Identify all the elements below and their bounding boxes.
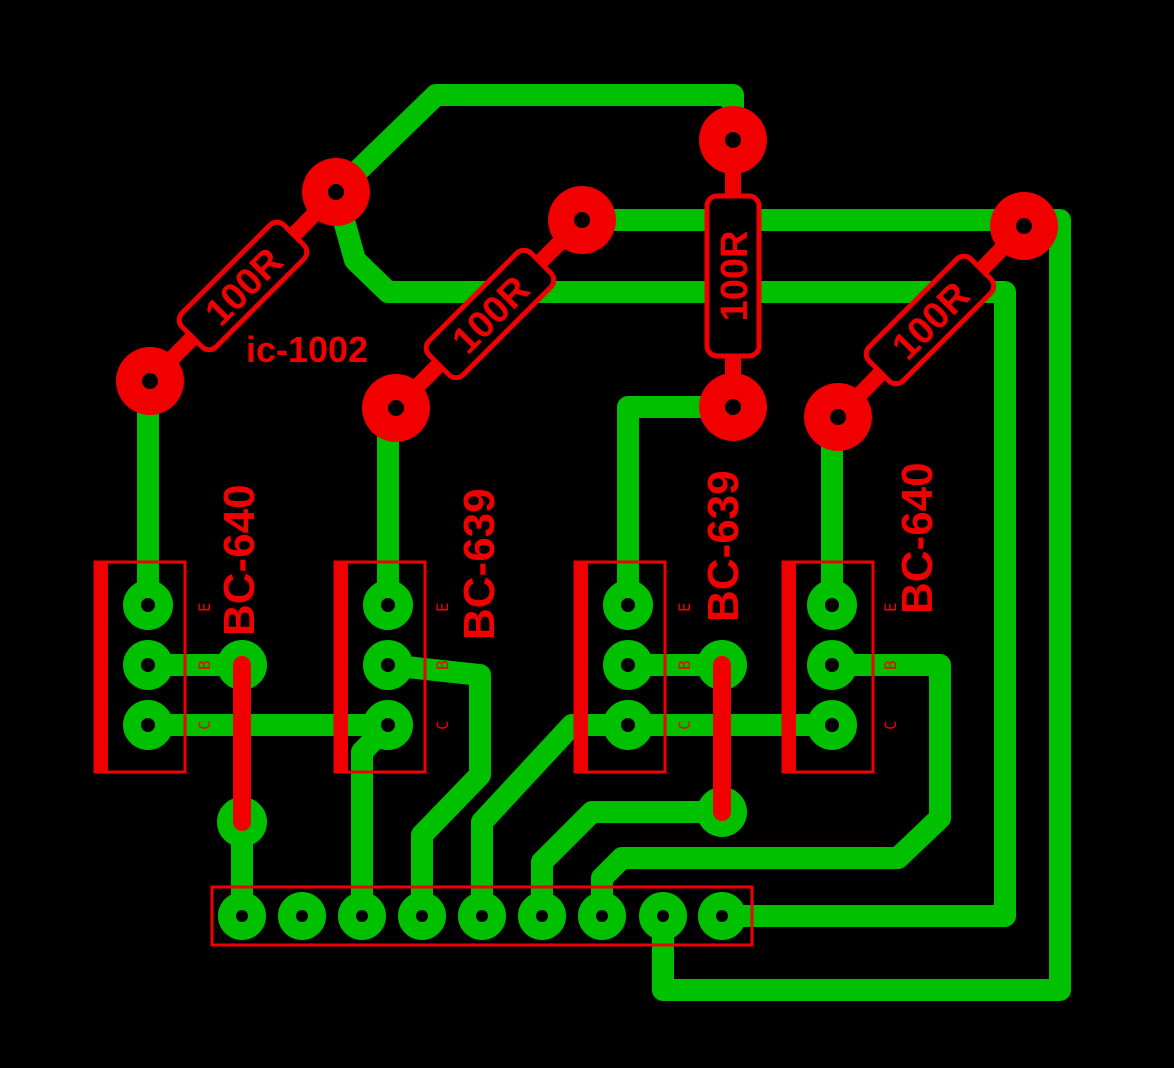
transistor-2 [333,560,427,774]
t1-pin-c: C [195,720,214,730]
t4-pad-c [807,700,857,750]
connector-pin-1 [218,892,266,940]
resistor-3: 100R [699,106,767,441]
t2-part-label: BC-639 [455,488,504,640]
t1-tab-bar [95,562,108,772]
t4-part-label: BC-640 [893,462,942,614]
t3-pad-c [603,700,653,750]
trace-r3-bottom-to-t3-e [617,396,744,616]
r1-pad-a-hole [142,373,158,389]
t3-pin-e: E [675,602,694,612]
r3-pad-b-hole [725,399,741,415]
r2-pad-a-hole [388,400,404,416]
silkscreen: 100R 100R 100R [93,106,1058,947]
connector-pin-6 [518,892,566,940]
r2-body [423,247,557,381]
t3-tab-bar [575,562,588,772]
t2-pin-c: C [433,720,452,730]
copper-pads [123,580,857,940]
t2-pad-e [363,580,413,630]
connector-pin-8 [639,892,687,940]
t1-pad-e [123,580,173,630]
r1-body [176,219,310,353]
t2-pin-e: E [433,602,452,612]
pin-labels: E B C E B C E B C E B C [195,602,900,730]
t4-pin-c: C [881,720,900,730]
r3-body [704,193,762,359]
connector-pin-5 [458,892,506,940]
t2-pin-b: B [433,660,452,670]
t4-pad-e [807,580,857,630]
trace-r1-top-to-pin9 [325,181,1016,927]
r4-body [863,253,997,387]
trace-link2-to-pin6 [531,801,733,927]
t3-pin-c: C [675,720,694,730]
r2-pad-b-hole [574,212,590,228]
trace-r2-top-to-pin8 [584,209,1071,1001]
r4-pad-b-hole [1016,218,1032,234]
trace-t4-b-to-pin7 [591,654,951,927]
connector-outline [210,885,754,947]
t4-tab-bar [783,562,796,772]
r3-pad-a-hole [725,132,741,148]
transistor-4 [781,560,875,774]
connector-pin-7 [578,892,626,940]
t3-pad-b [603,640,653,690]
t3-part-label: BC-639 [699,470,748,622]
t3-pad-e [603,580,653,630]
t1-pin-e: E [195,602,214,612]
t1-pin-b: B [195,660,214,670]
t2-pad-b [363,640,413,690]
t4-pad-b [807,640,857,690]
trace-t3-c-to-pin5 [471,714,639,927]
trace-t2-b-to-pin4 [377,654,491,927]
t1-pad-b [123,640,173,690]
t4-pin-e: E [881,602,900,612]
t4-pin-b: B [881,660,900,670]
connector-pin-3 [338,892,386,940]
r3-value: 100R [714,231,756,322]
transistor-1 [93,560,187,774]
t1-pad-c [123,700,173,750]
ic-label: ic-1002 [246,329,368,370]
transistor-3 [573,560,667,774]
t2-pad-c [363,700,413,750]
t3-pin-b: B [675,660,694,670]
connector-pin-2 [278,892,326,940]
connector-pin-9 [698,892,746,940]
connector-pin-4 [398,892,446,940]
t2-tab-bar [335,562,348,772]
r1-pad-b-hole [328,184,344,200]
resistor-4: 100R [804,192,1058,451]
t1-part-label: BC-640 [215,484,264,636]
r4-pad-a-hole [830,409,846,425]
copper-traces [137,84,1071,1001]
resistor-1: 100R [116,158,370,415]
